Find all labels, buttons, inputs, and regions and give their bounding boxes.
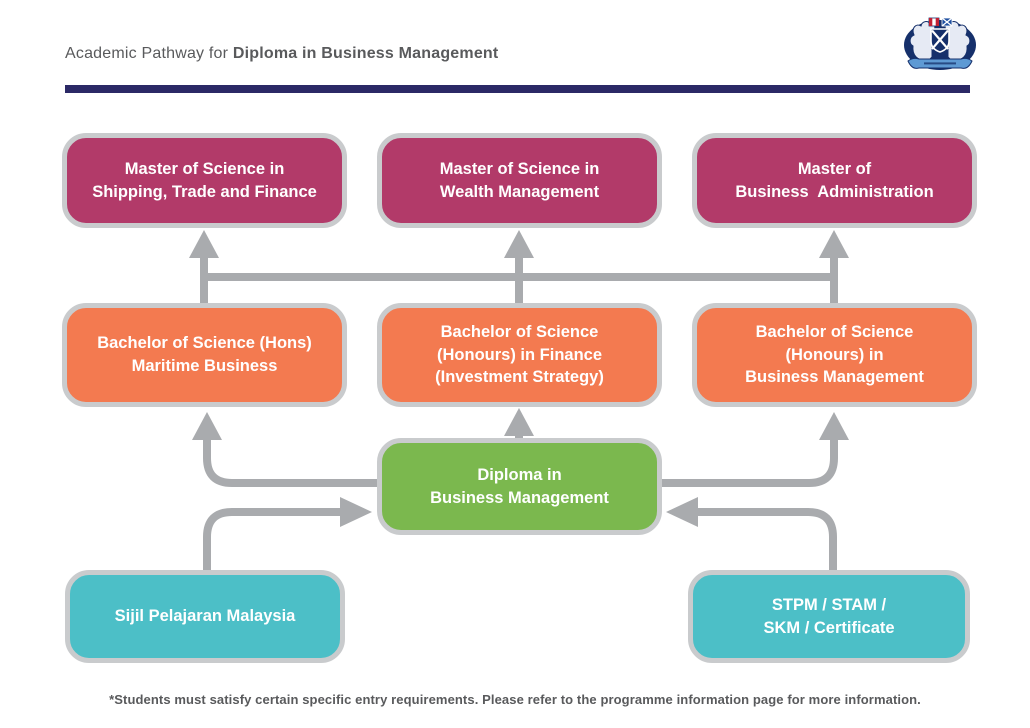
arrowhead-to-bachelor-right [819,412,849,440]
arrowhead-to-bachelor-center [504,408,534,436]
page-title: Academic Pathway for Diploma in Business… [65,45,498,63]
node-master-business-administration: Master of Business Administration [692,133,977,228]
node-label-line: Master of Science in [124,159,285,178]
university-crest-logo [904,17,976,70]
page-title-prefix: Academic Pathway for [65,45,233,62]
entry-requirements-note: *Students must satisfy certain specific … [109,692,921,707]
node-label-line: Shipping, Trade and Finance [92,182,317,201]
arrows-bachelors-to-masters [189,230,849,305]
arrowhead-to-bachelor-left [192,412,222,440]
node-label-line: Maritime Business [131,357,278,375]
node-label-line: Business Management [745,368,924,387]
node-diploma-business-management: Diploma in Business Management [377,438,662,535]
arrowhead-stpm-to-diploma [666,497,698,527]
arrowhead-spm-to-diploma [340,497,372,527]
arrowhead-to-master-right [819,230,849,258]
node-stpm-stam-skm-certificate: STPM / STAM / SKM / Certificate [688,570,970,663]
node-label-line: SKM / Certificate [763,618,895,637]
node-msc-shipping-trade-finance: Master of Science in Shipping, Trade and… [62,133,347,228]
node-label-line: Diploma in [477,465,562,484]
arrows-entry-to-diploma [203,497,837,572]
crest-flags [928,17,953,27]
node-label-line: Business Management [430,488,609,507]
node-label-line: Master of Science in [439,159,600,178]
arrows-diploma-to-bachelors [192,408,849,487]
node-label-line: Bachelor of Science [755,322,914,341]
node-label-line: (Honours) in Finance [437,345,602,364]
node-label-line: Sijil Pelajaran Malaysia [114,607,296,626]
node-bsc-finance-investment-strategy: Bachelor of Science (Honours) in Finance… [377,303,662,407]
crest-shield [930,28,950,53]
node-label-line: (Honours) in [785,345,884,364]
node-label-line: (Investment Strategy) [435,368,604,387]
node-label-line: Business Administration [735,182,934,201]
node-label-line: Master of [797,159,872,178]
node-bsc-business-management: Bachelor of Science (Honours) in Busines… [692,303,977,407]
page-title-programme: Diploma in Business Management [232,45,499,62]
node-sijil-pelajaran-malaysia: Sijil Pelajaran Malaysia [65,570,345,663]
arrowhead-to-master-center [504,230,534,258]
node-label-line: Wealth Management [439,182,600,201]
node-label-line: Bachelor of Science (Hons) [97,334,312,353]
node-label-line: STPM / STAM / [771,595,887,614]
node-label-line: Bachelor of Science [440,322,599,341]
arrowhead-to-master-left [189,230,219,258]
node-msc-wealth-management: Master of Science in Wealth Management [377,133,662,228]
node-bsc-maritime-business: Bachelor of Science (Hons) Maritime Busi… [62,303,347,407]
header-divider-bar [65,85,970,93]
crest-ribbon [907,57,973,69]
